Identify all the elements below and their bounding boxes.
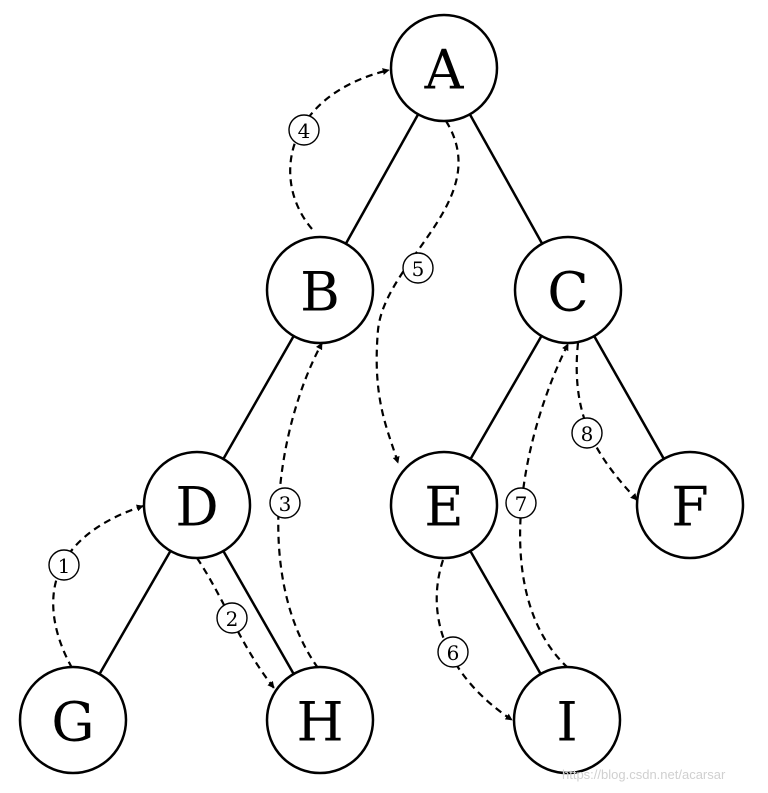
node-label-d: D <box>175 476 218 539</box>
node-d: D <box>142 450 252 560</box>
node-label-i: I <box>556 691 577 754</box>
traversal-step-1: 1 <box>48 504 144 669</box>
step-arrow-4 <box>289 68 390 230</box>
node-label-h: H <box>296 691 343 754</box>
node-label-b: B <box>300 261 340 324</box>
node-f: F <box>635 450 745 560</box>
node-circle-g <box>18 665 128 775</box>
traversal-steps: 1 2 3 4 5 6 7 8 <box>48 68 638 721</box>
step-number-2: 2 <box>226 607 239 631</box>
step-number-3: 3 <box>279 492 292 516</box>
node-label-a: A <box>424 39 465 102</box>
step-badge-8 <box>571 417 603 449</box>
node-label-g: G <box>51 691 94 754</box>
node-circle-c <box>513 235 623 345</box>
node-a: A <box>389 13 499 123</box>
node-c: C <box>513 235 623 345</box>
step-arrow-7 <box>519 343 569 669</box>
step-badge-5 <box>402 252 434 284</box>
step-badge-4 <box>288 114 320 146</box>
node-circle-e <box>389 450 499 560</box>
node-label-e: E <box>424 476 463 539</box>
node-circle-h <box>265 665 375 775</box>
node-circle-a <box>389 13 499 123</box>
step-arrow-5 <box>375 120 460 464</box>
node-circle-i <box>512 665 622 775</box>
node-circle-d <box>142 450 252 560</box>
watermark-text: https://blog.csdn.net/acarsar <box>562 767 726 782</box>
traversal-step-4: 4 <box>288 68 390 230</box>
node-label-c: C <box>547 261 588 324</box>
node-h: H <box>265 665 375 775</box>
step-badge-6 <box>437 636 469 668</box>
node-circle-f <box>635 450 745 560</box>
traversal-step-7: 7 <box>505 343 569 669</box>
node-label-f: F <box>671 476 708 539</box>
step-number-5: 5 <box>412 257 425 281</box>
traversal-step-2: 2 <box>196 557 275 689</box>
node-circle-b <box>265 235 375 345</box>
node-g: G <box>18 665 128 775</box>
node-i: I <box>512 665 622 775</box>
node-e: E <box>389 450 499 560</box>
step-badge-3 <box>269 487 301 519</box>
step-badge-7 <box>505 487 537 519</box>
step-number-8: 8 <box>581 422 594 446</box>
traversal-step-3: 3 <box>269 342 323 669</box>
step-badge-1 <box>48 549 80 581</box>
step-number-1: 1 <box>58 554 71 578</box>
tree-edges <box>71 67 692 721</box>
step-number-7: 7 <box>515 492 528 516</box>
step-badge-2 <box>216 602 248 634</box>
traversal-step-8: 8 <box>571 342 638 501</box>
traversal-step-6: 6 <box>435 559 513 721</box>
step-arrow-1 <box>52 504 144 669</box>
step-arrow-8 <box>575 342 638 501</box>
node-b: B <box>265 235 375 345</box>
step-number-6: 6 <box>447 641 460 665</box>
tree-nodes: A B C D E F G H I <box>18 13 745 775</box>
step-number-4: 4 <box>298 119 311 143</box>
traversal-step-5: 5 <box>375 120 460 464</box>
